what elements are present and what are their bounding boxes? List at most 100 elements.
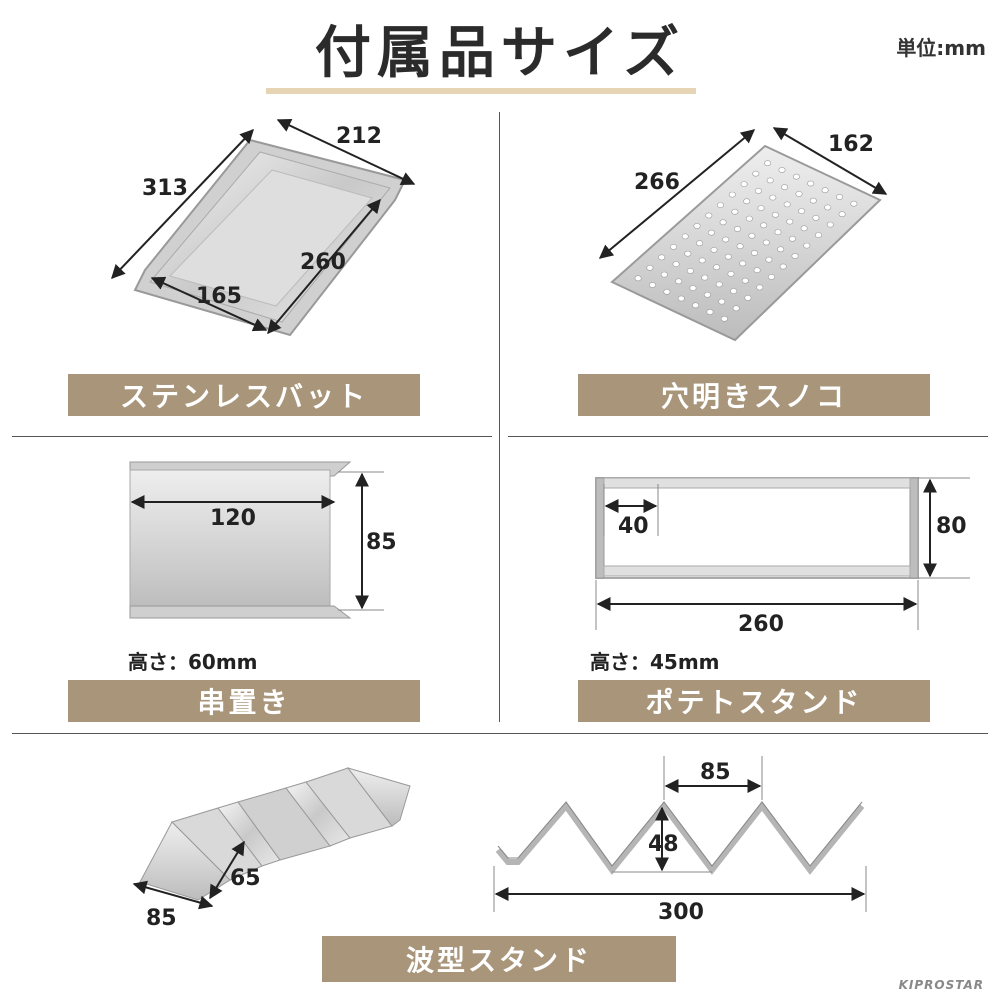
- label-potato-stand: ポテトスタンド: [578, 680, 930, 722]
- rack-hole: [838, 211, 846, 218]
- rack-hole: [686, 267, 694, 274]
- rack-hole: [718, 298, 726, 305]
- rack-hole: [824, 204, 832, 211]
- divider-v: [499, 112, 500, 722]
- rack-hole: [675, 278, 683, 285]
- potato-length-label: 260: [738, 612, 784, 637]
- label-perforated-rack: 穴明きスノコ: [578, 374, 930, 416]
- wave-stand-profile-outline: [497, 801, 863, 867]
- rack-hole: [754, 187, 762, 194]
- label-wave-stand: 波型スタンド: [322, 936, 676, 982]
- tray-illustration: [133, 138, 407, 337]
- rack-hole: [809, 197, 817, 204]
- rack-hole: [701, 274, 709, 281]
- rack-hole: [783, 201, 791, 208]
- rack-hole: [850, 200, 858, 207]
- rack-hole: [736, 243, 744, 250]
- rack-hole: [771, 211, 779, 218]
- rack-hole: [750, 250, 758, 256]
- rack-hole: [762, 239, 770, 246]
- rack-hole: [769, 194, 777, 201]
- rack-hole: [792, 173, 800, 180]
- rack-hole: [677, 295, 685, 302]
- tray-length-label: 313: [142, 176, 188, 201]
- rack-hole: [713, 264, 721, 271]
- rack-hole: [669, 243, 677, 250]
- rack-hole: [788, 235, 796, 242]
- brand-logo: KIPROSTAR: [899, 978, 984, 992]
- page-title: 付属品サイズ: [314, 21, 686, 86]
- rack-hole: [777, 246, 785, 253]
- rack-hole: [821, 187, 829, 194]
- rack-hole: [715, 281, 723, 288]
- divider-h-bottom: [12, 733, 988, 734]
- rack-hole: [672, 261, 680, 267]
- rack-hole: [731, 208, 739, 215]
- rack-hole: [693, 223, 701, 229]
- rack-hole: [807, 180, 815, 187]
- wave-height-label: 65: [230, 866, 261, 891]
- rack-hole: [719, 219, 727, 226]
- rack-hole: [739, 260, 747, 267]
- rack-hole: [696, 240, 704, 247]
- rack-hole: [698, 257, 706, 264]
- rack-hole: [724, 253, 732, 260]
- wave-depth-label: 85: [146, 906, 177, 931]
- rack-hole: [740, 181, 748, 187]
- skewer-height-note: 高さ：60mm: [128, 650, 258, 674]
- rack-hole: [753, 267, 761, 274]
- potato-depth-label: 80: [936, 514, 967, 539]
- label-skewer-holder: 串置き: [68, 680, 420, 722]
- rack-hole: [781, 184, 789, 191]
- skewer-holder-illustration: [129, 461, 352, 619]
- unit-label: 単位:mm: [896, 36, 986, 60]
- rack-hole: [795, 190, 803, 197]
- rack-hole: [814, 232, 822, 238]
- rack-hole: [730, 288, 738, 294]
- potato-stand-illustration: [595, 477, 919, 579]
- rack-hole: [727, 270, 735, 277]
- rack-width-label: 162: [828, 132, 874, 157]
- rack-hole: [752, 170, 760, 177]
- brand-logo-text: KIPROSTAR: [898, 978, 984, 992]
- divider-h-right: [508, 436, 988, 437]
- rack-hole: [764, 160, 772, 167]
- divider-h-left: [12, 436, 492, 437]
- rack-hole: [835, 194, 843, 200]
- rack-hole: [766, 177, 774, 184]
- wave-length-label: 300: [658, 900, 704, 925]
- rack-hole: [722, 236, 730, 243]
- rack-hole: [660, 271, 668, 278]
- title-underline: [266, 88, 696, 94]
- rack-hole: [767, 273, 775, 280]
- potato-height-note: 高さ：45mm: [590, 650, 720, 674]
- rack-hole: [786, 218, 794, 225]
- rack-hole: [646, 264, 654, 271]
- rack-hole: [720, 315, 728, 322]
- tray-inner-width-label: 165: [196, 284, 242, 309]
- rack-hole: [705, 212, 713, 219]
- rack-hole: [703, 291, 711, 298]
- label-stainless-tray: ステンレスバット: [68, 374, 420, 416]
- rack-hole: [741, 277, 749, 284]
- rack-hole: [689, 285, 697, 291]
- rack-hole: [710, 246, 718, 253]
- wave-profile-height-label: 48: [648, 832, 679, 857]
- wave-stand-profile: [495, 801, 865, 875]
- rack-hole: [760, 222, 768, 229]
- rack-hole: [716, 202, 724, 208]
- rack-hole: [732, 305, 740, 312]
- rack-hole: [728, 191, 736, 198]
- rack-hole: [791, 253, 799, 259]
- rack-hole: [706, 309, 714, 315]
- rack-hole: [634, 275, 642, 282]
- rack-hole: [756, 284, 764, 291]
- rack-hole: [663, 288, 671, 295]
- rack-hole: [757, 205, 765, 211]
- rack-hole: [774, 229, 782, 235]
- wave-stand-3d-illustration: [139, 767, 411, 901]
- rack-hole: [744, 294, 752, 301]
- rack-hole: [765, 256, 773, 263]
- rack-hole: [648, 282, 656, 288]
